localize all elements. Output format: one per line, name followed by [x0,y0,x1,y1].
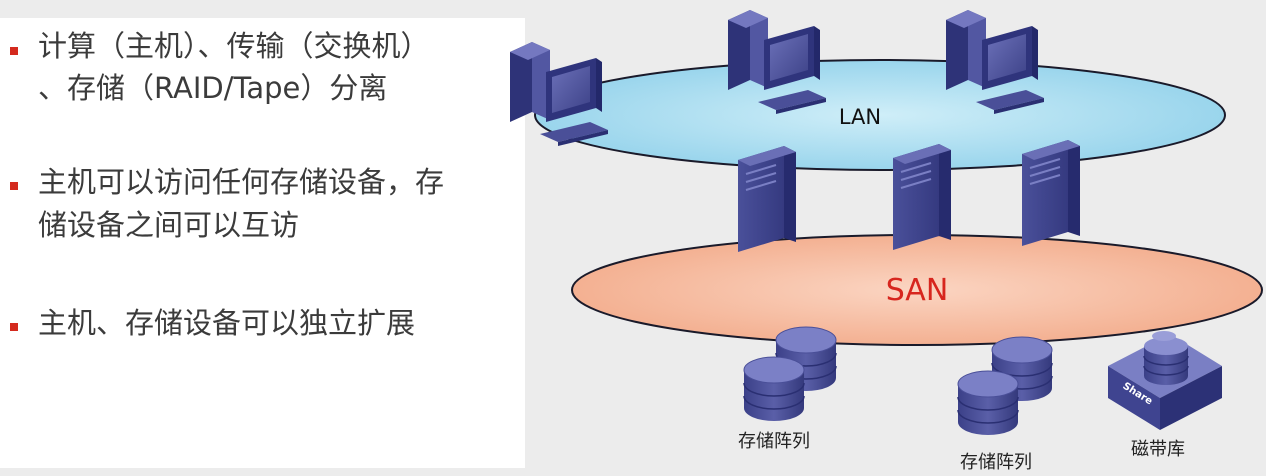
bullet-line-1b: 、存储（RAID/Tape）分离 [38,71,388,105]
bullet-marker-3 [10,323,18,331]
server-icon-1 [737,145,797,253]
storage-array-icon-2 [957,336,1053,436]
lan-ellipse [534,59,1226,171]
workstation-icon-1 [510,42,608,146]
bullet-line-1a: 计算（主机）、传输（交换机） [38,29,430,63]
server-icon-3 [1021,139,1081,247]
tape-library-icon: Share [1108,331,1222,430]
bullet-marker-1 [10,47,18,55]
storage-array-label-1: 存储阵列 [738,431,810,452]
storage-array-icon-1 [743,326,837,422]
bullet-line-2a: 主机可以访问任何存储设备，存 [38,165,445,199]
san-label: SAN [886,273,949,308]
storage-array-label-2: 存储阵列 [960,452,1032,473]
bullet-line-3: 主机、存储设备可以独立扩展 [38,306,416,340]
bullet-marker-2 [10,182,18,190]
lan-label: LAN [839,105,881,129]
server-icon-2 [892,143,952,251]
text-panel: 计算（主机）、传输（交换机） 、存储（RAID/Tape）分离 主机可以访问任何… [0,18,525,468]
bullet-line-2b: 储设备之间可以互访 [38,208,300,242]
tape-library-label: 磁带库 [1131,439,1185,460]
